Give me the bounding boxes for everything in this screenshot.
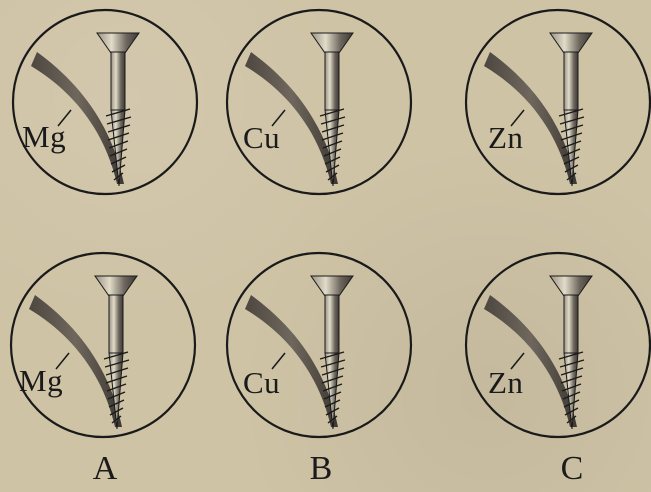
screw-icon — [97, 33, 139, 186]
metal-label-bottom-right: Zn — [488, 367, 523, 398]
screw-icon — [311, 276, 353, 429]
option-label-b: B — [291, 452, 351, 486]
metal-strip — [245, 295, 338, 427]
metal-label-top-middle: Cu — [243, 122, 280, 153]
screw-icon — [95, 276, 137, 429]
bottom-row-cells — [11, 253, 650, 437]
cell-top-right — [466, 10, 650, 194]
cell-bottom-right — [466, 253, 650, 437]
option-label-a: A — [75, 452, 135, 486]
screw-icon — [311, 33, 353, 186]
cell-bottom-left — [11, 253, 195, 437]
metal-strip — [484, 52, 577, 184]
option-label-c: C — [542, 452, 602, 486]
metal-label-bottom-middle: Cu — [243, 367, 280, 398]
metal-strip — [29, 295, 122, 427]
metal-strip — [31, 52, 124, 184]
cell-top-left — [13, 10, 197, 194]
metal-label-bottom-left: Mg — [19, 365, 63, 396]
top-row-cells — [13, 10, 650, 194]
screw-icon — [550, 33, 592, 186]
screw-icon — [550, 276, 592, 429]
cell-bottom-middle — [227, 253, 411, 437]
metal-label-top-left: Mg — [22, 121, 66, 152]
metal-strip — [484, 295, 577, 427]
metal-label-top-right: Zn — [488, 122, 523, 153]
metal-strip — [245, 52, 338, 184]
cell-top-middle — [227, 10, 411, 194]
